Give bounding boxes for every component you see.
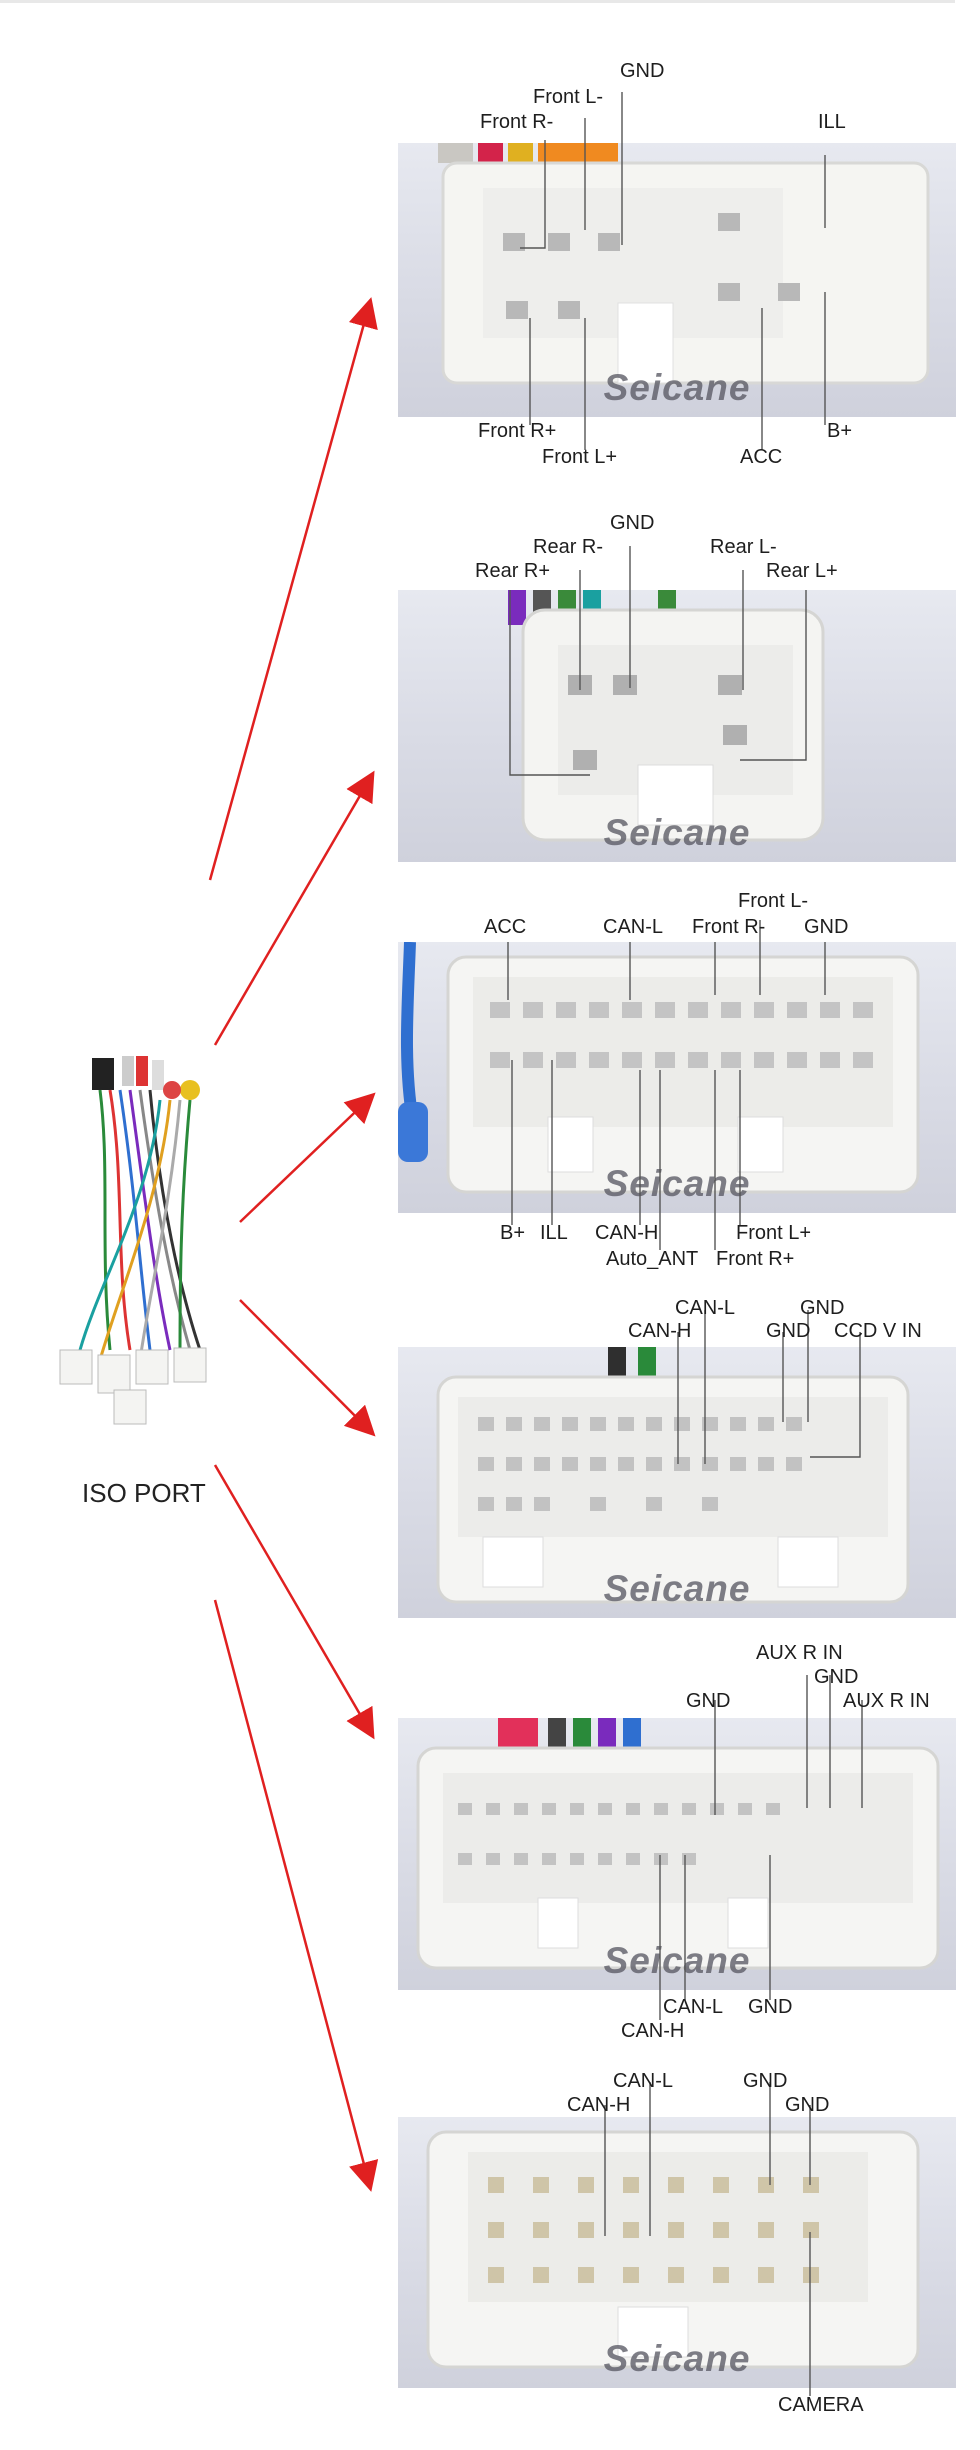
pin-label: GND xyxy=(804,916,849,938)
pin-label: ILL xyxy=(540,1222,568,1244)
pin-label: B+ xyxy=(500,1222,526,1244)
pin-label: Rear L- xyxy=(710,536,777,558)
pin-label: AUX R IN xyxy=(756,1642,843,1664)
connector-photo-6: Seicane xyxy=(398,2117,956,2388)
arrows xyxy=(208,297,379,2192)
connector-3-drawing xyxy=(398,942,920,1194)
pin-label: GND xyxy=(610,512,655,534)
iso-harness-image xyxy=(59,1056,207,1425)
leader-lines xyxy=(507,92,863,2396)
pin-label: GND xyxy=(748,1996,793,2018)
pin-label: Front R+ xyxy=(716,1248,795,1270)
pin-label: CCD V IN xyxy=(834,1320,922,1342)
pin-label: CAMERA xyxy=(778,2394,864,2416)
top-divider xyxy=(0,0,955,3)
pin-label: GND xyxy=(800,1297,845,1319)
pin-label: B+ xyxy=(827,420,853,442)
pin-label: CAN-H xyxy=(621,2020,685,2042)
pin-label: Front R+ xyxy=(478,420,557,442)
connector-photo-4: Seicane xyxy=(398,1347,956,1618)
pin-label: Front L- xyxy=(533,86,604,108)
arrow-to-connector-4 xyxy=(239,1299,376,1437)
brand-watermark: Seicane xyxy=(603,1568,751,1609)
arrow-to-connector-3 xyxy=(239,1092,376,1223)
arrow-to-connector-2 xyxy=(213,770,375,1046)
connector-6-drawing xyxy=(426,2130,920,2369)
brand-watermark: Seicane xyxy=(603,367,751,408)
pin-label: GND xyxy=(785,2094,830,2116)
pin-label: Front R- xyxy=(692,916,766,938)
iso-port-label: ISO PORT xyxy=(82,1478,206,1508)
pin-label: Rear R- xyxy=(533,536,604,558)
pin-label: CAN-L xyxy=(613,2070,674,2092)
brand-watermark: Seicane xyxy=(603,2338,751,2379)
pin-label: GND xyxy=(743,2070,788,2092)
connector-photo-5: Seicane xyxy=(398,1718,956,1990)
brand-watermark: Seicane xyxy=(603,1163,751,1204)
pin-label: GND xyxy=(814,1666,859,1688)
pin-label: ACC xyxy=(740,446,783,468)
brand-watermark: Seicane xyxy=(603,1940,751,1981)
pin-label: Front L+ xyxy=(736,1222,812,1244)
pin-label: ILL xyxy=(818,111,846,133)
pin-label: CAN-H xyxy=(595,1222,659,1244)
pin-label: GND xyxy=(766,1320,811,1342)
pin-label: CAN-L xyxy=(675,1297,736,1319)
pin-label: Front L- xyxy=(738,890,809,912)
pin-label: Rear R+ xyxy=(475,560,551,582)
pin-label: CAN-L xyxy=(663,1996,724,2018)
pin-label: Front R- xyxy=(480,111,554,133)
arrow-to-connector-6 xyxy=(213,1599,379,2192)
pin-label: GND xyxy=(620,60,665,82)
pin-label: ACC xyxy=(484,916,527,938)
connector-photo-1: Seicane xyxy=(398,143,956,417)
pin-label: Front L+ xyxy=(542,446,618,468)
connector-5-drawing xyxy=(416,1718,940,1970)
pin-label: AUX R IN xyxy=(843,1690,930,1712)
pin-label: Rear L+ xyxy=(766,560,838,582)
arrow-to-connector-1 xyxy=(208,297,378,881)
connector-photo-3: Seicane xyxy=(398,942,956,1213)
brand-watermark: Seicane xyxy=(603,812,751,853)
pin-label: CAN-L xyxy=(603,916,664,938)
pin-label: GND xyxy=(686,1690,731,1712)
connector-photo-2: Seicane xyxy=(398,590,956,862)
arrow-to-connector-5 xyxy=(213,1464,375,1740)
pin-label: CAN-H xyxy=(628,1320,692,1342)
pin-label: Auto_ANT xyxy=(606,1248,699,1270)
pin-label: CAN-H xyxy=(567,2094,631,2116)
